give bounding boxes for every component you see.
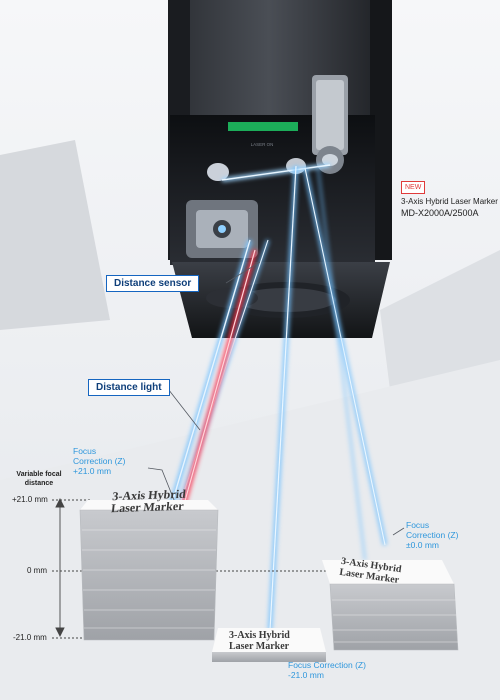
marking-bottom: 3-Axis Hybrid Laser Marker: [229, 630, 290, 652]
distance-sensor-callout: Distance sensor: [106, 275, 200, 292]
svg-text:LASER ON: LASER ON: [251, 142, 274, 147]
marking-top: 3-Axis Hybrid Laser Marker: [110, 486, 187, 516]
axis-tick-top: +21.0 mm: [12, 495, 48, 504]
axis-title: Variable focal distance: [16, 471, 62, 487]
focus-correction-middle: Focus Correction (Z) ±0.0 mm: [406, 520, 459, 550]
new-badge: NEW: [401, 181, 426, 194]
focus-correction-bottom: Focus Correction (Z) -21.0 mm: [288, 660, 366, 680]
laser-marker-machine: LASER ON: [168, 0, 392, 338]
product-subtitle: 3-Axis Hybrid Laser Marker: [401, 197, 498, 206]
axis-tick-bottom: -21.0 mm: [13, 633, 47, 642]
leader-lines: [147, 261, 405, 661]
paper-stack-bottom: [212, 628, 326, 662]
paper-stack-right: [322, 560, 459, 651]
bg-plane-left: [0, 140, 110, 330]
paper-stack-top: [79, 500, 219, 641]
distance-light-callout: Distance light: [88, 379, 170, 396]
product-model: MD-X2000A/2500A: [401, 208, 479, 218]
axis-tick-middle: 0 mm: [27, 566, 47, 575]
status-light: [228, 122, 298, 131]
focus-correction-top: Focus Correction (Z) +21.0 mm: [73, 446, 126, 476]
laser-beams: [167, 163, 388, 631]
